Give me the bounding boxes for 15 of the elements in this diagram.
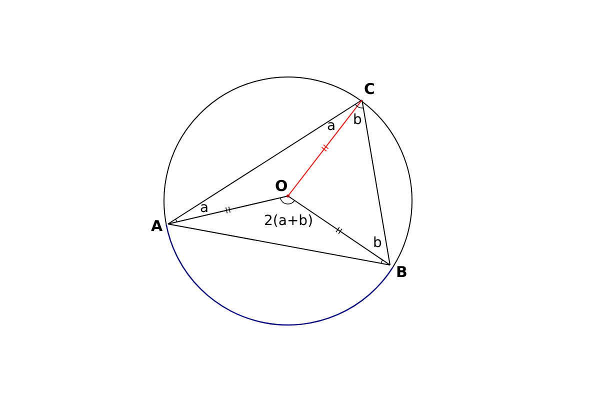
point-label: B <box>396 265 408 280</box>
line-segment <box>288 100 362 196</box>
angle-label: a <box>200 201 209 215</box>
line-segment <box>168 224 390 266</box>
angle-label: b <box>353 113 362 127</box>
line-segment <box>168 100 362 224</box>
point-label: O <box>275 179 288 194</box>
angle-label: b <box>373 236 382 250</box>
point-label: C <box>364 82 376 97</box>
angle-label: a <box>327 119 336 133</box>
line-segment <box>168 196 288 224</box>
line-segment <box>362 100 390 266</box>
point-label: A <box>151 219 163 234</box>
line-segment <box>288 196 390 266</box>
angle-label: 2(a+b) <box>264 214 314 228</box>
